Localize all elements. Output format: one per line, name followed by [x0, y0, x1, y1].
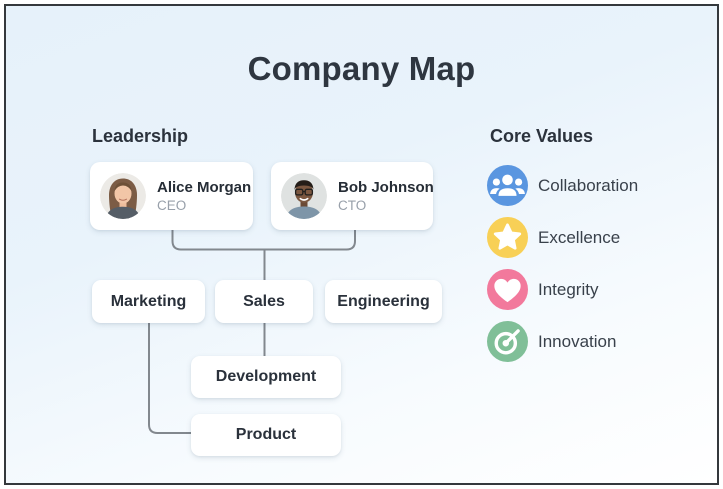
team-box-development: Development: [191, 356, 341, 398]
value-row-collaboration: Collaboration: [487, 165, 638, 206]
avatar-alice-morgan: [100, 173, 146, 219]
page-title: Company Map: [247, 50, 476, 87]
person-card-cto: Bob Johnson CTO: [271, 162, 434, 230]
person-role: CTO: [338, 198, 367, 213]
team-box-product: Product: [191, 414, 341, 456]
value-label: Collaboration: [538, 175, 639, 195]
heart-icon: [487, 269, 528, 310]
person-name: Bob Johnson: [338, 179, 434, 196]
value-label: Innovation: [538, 331, 617, 351]
star-icon: [487, 217, 528, 258]
value-row-excellence: Excellence: [487, 217, 620, 258]
value-label: Integrity: [538, 279, 599, 299]
people-icon: [487, 165, 528, 206]
person-name: Alice Morgan: [157, 179, 252, 196]
dept-box-sales: Sales: [215, 280, 313, 323]
value-row-innovation: Innovation: [487, 321, 616, 362]
person-role: CEO: [157, 198, 187, 213]
core-values-heading: Core Values: [490, 126, 594, 146]
avatar-bob-johnson: [281, 173, 327, 219]
dept-box-marketing: Marketing: [92, 280, 205, 323]
leadership-heading: Leadership: [92, 126, 189, 146]
target-icon: [487, 321, 528, 362]
person-card-ceo: Alice Morgan CEO: [90, 162, 253, 230]
value-row-integrity: Integrity: [487, 269, 598, 310]
dept-box-engineering: Engineering: [325, 280, 442, 323]
page-frame: [4, 4, 719, 485]
value-label: Excellence: [538, 227, 621, 247]
